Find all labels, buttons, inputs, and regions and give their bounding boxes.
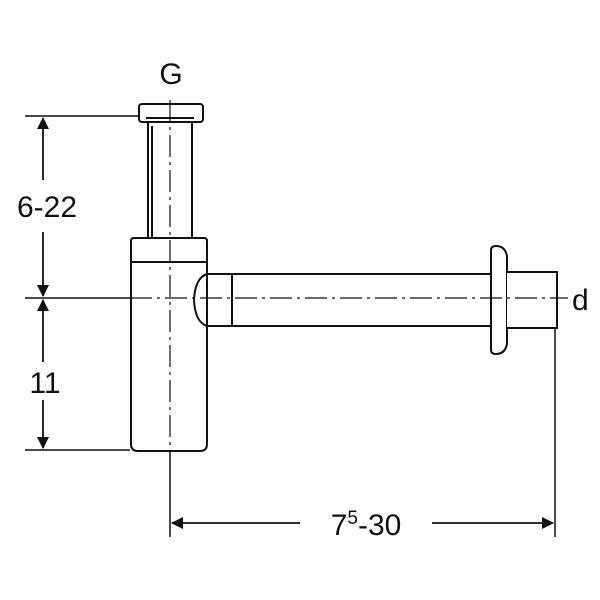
dimension-lines <box>37 117 554 529</box>
length-rest: -30 <box>358 509 401 542</box>
length-base: 7 <box>331 509 348 542</box>
length-range-label: 75-30 <box>331 508 402 542</box>
outlet-pipe <box>207 273 516 327</box>
trap-body <box>130 103 558 452</box>
wall-rosette <box>490 244 508 356</box>
centre-lines <box>130 100 568 452</box>
outlet-elbow <box>192 273 208 327</box>
bottle-bowl <box>130 237 208 452</box>
extension-lines <box>25 115 556 537</box>
height-range-label: 6-22 <box>17 191 77 224</box>
outlet-diameter-label: d <box>572 284 589 317</box>
top-nut <box>138 103 204 123</box>
trap-depth-label: 11 <box>29 367 60 400</box>
length-superscript: 5 <box>347 508 358 529</box>
outlet-sleeve <box>507 271 558 329</box>
thread-label: G <box>159 58 182 91</box>
